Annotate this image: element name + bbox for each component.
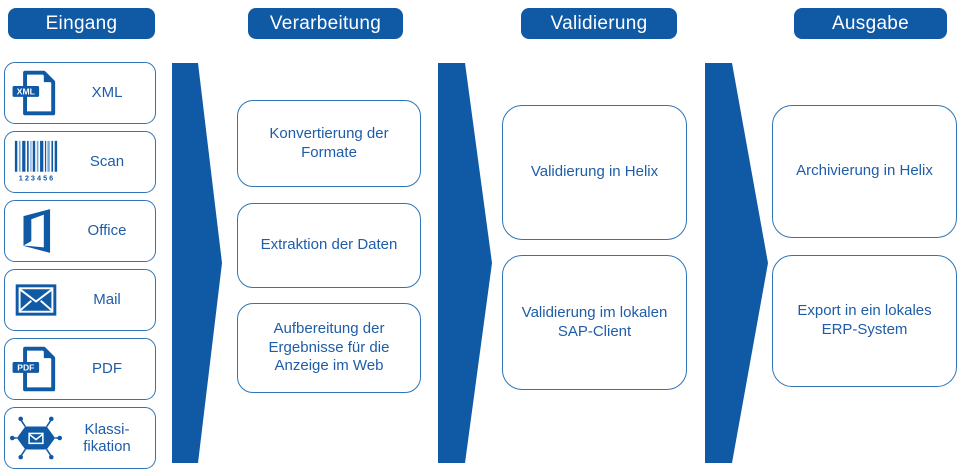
office-logo-icon: [5, 206, 67, 256]
svg-text:XML: XML: [17, 87, 35, 97]
column-header-validierung: Validierung: [521, 8, 677, 39]
process-box-extraktion: Extraktion der Daten: [237, 203, 421, 288]
barcode-icon: 1 2 3 4 5 6: [5, 136, 67, 188]
input-item-pdf: PDF PDF: [4, 338, 156, 400]
column-header-verarbeitung: Verarbeitung: [248, 8, 403, 39]
pdf-file-icon: PDF: [5, 344, 67, 394]
svg-text:PDF: PDF: [17, 363, 34, 373]
svg-text:1 2 3 4 5 6: 1 2 3 4 5 6: [19, 174, 54, 183]
process-box-konvertierung: Konvertierung der Formate: [237, 100, 421, 187]
process-box-validierung-helix: Validierung in Helix: [502, 105, 687, 240]
input-item-label: Mail: [93, 291, 121, 309]
flow-arrow-validierung-to-ausgabe: [705, 63, 768, 463]
column-header-eingang: Eingang: [8, 8, 155, 39]
column-header-ausgabe: Ausgabe: [794, 8, 947, 39]
process-box-archivierung-helix: Archivierung in Helix: [772, 105, 957, 238]
process-box-export-erp: Export in ein lokales ERP-System: [772, 255, 957, 387]
input-item-label: Scan: [89, 153, 125, 171]
flow-arrow-verarbeitung-to-validierung: [438, 63, 492, 463]
input-item-xml: XML XML: [4, 62, 156, 124]
envelope-icon: [5, 275, 67, 325]
xml-file-icon: XML: [5, 68, 67, 118]
input-item-label: XML: [91, 84, 123, 102]
classification-icon: [5, 412, 67, 464]
flow-arrow-eingang-to-verarbeitung: [172, 63, 222, 463]
input-item-label: Office: [87, 222, 127, 240]
input-item-mail: Mail: [4, 269, 156, 331]
input-item-label: PDF: [92, 360, 122, 378]
input-item-label: Klassi-fikation: [83, 420, 131, 455]
input-item-scan: 1 2 3 4 5 6 Scan: [4, 131, 156, 193]
input-item-klassifikation: Klassi-fikation: [4, 407, 156, 469]
input-item-office: Office: [4, 200, 156, 262]
process-box-validierung-sap: Validierung im lokalen SAP-Client: [502, 255, 687, 390]
process-box-aufbereitung: Aufbereitung der Ergebnisse für die Anze…: [237, 303, 421, 393]
